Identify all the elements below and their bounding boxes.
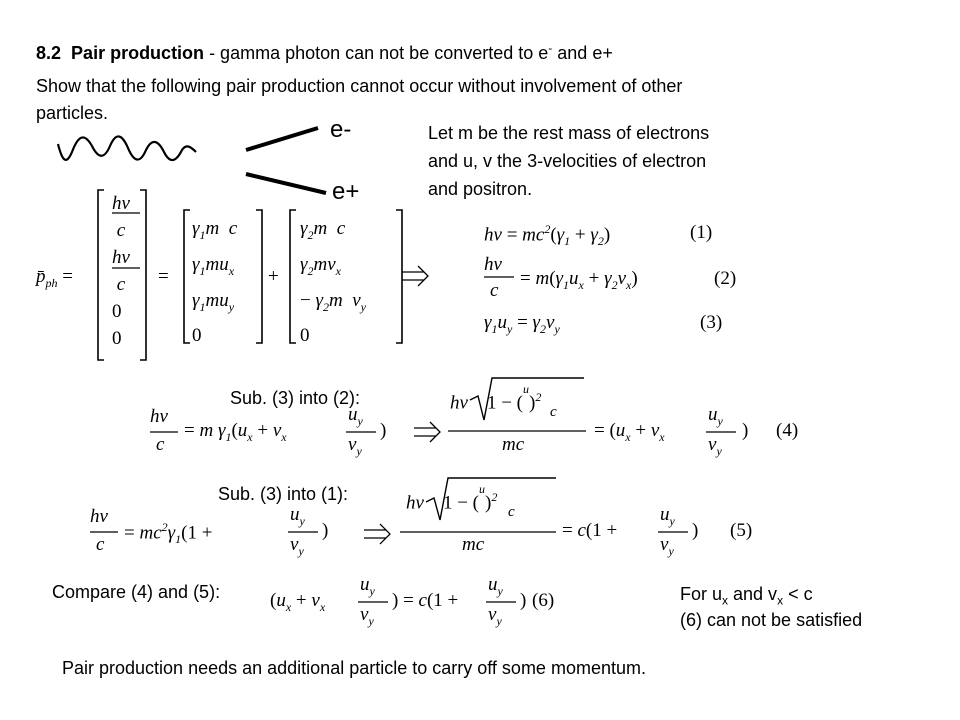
cond-prefix: For u bbox=[680, 584, 723, 604]
eq-4-close: ) bbox=[742, 420, 749, 441]
eq-4-rhs: = (ux + vx bbox=[594, 420, 665, 444]
compare-label: Compare (4) and (5): bbox=[52, 582, 221, 602]
eq-4-lhs-num: hν bbox=[150, 406, 168, 427]
eq-3-number: (3) bbox=[700, 312, 723, 333]
eq-5-frac-b: uy bbox=[660, 504, 675, 528]
heading-tail: and e+ bbox=[552, 43, 613, 63]
eq-4-frac-b-den: vy bbox=[708, 434, 722, 458]
eq-2-den: c bbox=[490, 280, 499, 301]
eq-5-mc: mc bbox=[462, 534, 485, 555]
condition-line-1: For ux and vx < c bbox=[680, 582, 813, 613]
eq-5-frac-a-den: vy bbox=[290, 534, 304, 558]
eq-6-close: ) bbox=[520, 590, 527, 611]
note-line-2: and u, v the 3-velocities of electron bbox=[428, 151, 707, 171]
eq-5-rhs: = c(1 + bbox=[562, 520, 618, 541]
sub-3-into-2: Sub. (3) into (2): bbox=[230, 388, 361, 408]
slide-heading: 8.2 Pair production - gamma photon can n… bbox=[36, 36, 613, 65]
heading-title: Pair production bbox=[71, 43, 205, 63]
eq-6-frac-a: uy bbox=[360, 574, 375, 598]
eq-5-lhs-den: c bbox=[96, 534, 105, 555]
eq-4-number: (4) bbox=[776, 420, 799, 441]
eq-6-frac-b-den: vy bbox=[488, 604, 502, 628]
eq-2-number: (2) bbox=[714, 268, 737, 289]
condition-line-2: (6) can not be satisfied bbox=[680, 610, 863, 630]
eq-5-frac-b-den: vy bbox=[660, 534, 674, 558]
plus-1: + bbox=[268, 266, 279, 287]
sqrt-signs bbox=[425, 377, 584, 521]
eq-2: = m(γ1ux + γ2vx) bbox=[520, 268, 638, 292]
intro-line-1: Show that the following pair production … bbox=[36, 76, 683, 96]
eq-1-number: (1) bbox=[690, 222, 713, 243]
eq-3: γ1uy = γ2vy bbox=[484, 312, 560, 336]
eq-4-mc: mc bbox=[502, 434, 525, 455]
eq-5-lhs-num: hν bbox=[90, 506, 108, 527]
eq-6-frac-a-den: vy bbox=[360, 604, 374, 628]
eq-4-frac-a: uy bbox=[348, 404, 363, 428]
cond-sub-2: x bbox=[777, 593, 784, 608]
eq-4-mid: = m γ1(ux + vx bbox=[184, 420, 287, 444]
eq-4-lhs-den: c bbox=[156, 434, 165, 455]
eq-1: hν = mc2(γ1 + γ2) bbox=[484, 222, 611, 249]
positron-label: e+ bbox=[332, 178, 360, 205]
matrix-brackets bbox=[97, 189, 403, 361]
p-photon-label: p̄ph = bbox=[36, 266, 73, 290]
eq-4-sqrt-c: c bbox=[550, 404, 557, 420]
equals-1: = bbox=[158, 266, 169, 287]
heading-rest: - gamma photon can not be converted to e bbox=[204, 43, 549, 63]
eq-4-frac-a-den: vy bbox=[348, 434, 362, 458]
heading-minus: - bbox=[548, 41, 553, 55]
photon-wave bbox=[56, 135, 197, 162]
eq-4-paren: ) bbox=[380, 420, 387, 441]
eq-5-mid: = mc2γ1(1 + bbox=[124, 520, 213, 547]
eq-6-lhs: (ux + vx bbox=[270, 590, 326, 614]
eq-5-frac-a: uy bbox=[290, 504, 305, 528]
eq-2-num: hν bbox=[484, 254, 502, 275]
eq-6-number: (6) bbox=[532, 590, 555, 611]
fraction-bars bbox=[90, 212, 736, 603]
sub-3-into-1: Sub. (3) into (1): bbox=[218, 484, 349, 504]
eq-4-frac-b: uy bbox=[708, 404, 723, 428]
eq-5-number: (5) bbox=[730, 520, 753, 541]
eq-5-sqrt-content: hν 1 − (u)2 bbox=[406, 482, 498, 514]
electron-label: e- bbox=[330, 116, 352, 143]
note-line-3: and positron. bbox=[428, 179, 533, 199]
eq-6-frac-b: uy bbox=[488, 574, 503, 598]
cond-sub-1: x bbox=[722, 593, 729, 608]
implies-arrows bbox=[364, 265, 441, 545]
eq-5-paren: ) bbox=[322, 520, 329, 541]
positron-arrow bbox=[245, 172, 327, 195]
cond-mid: and v bbox=[728, 584, 778, 604]
eq-6-mid: ) = c(1 + bbox=[392, 590, 459, 611]
electron-arrow bbox=[245, 126, 319, 152]
note-line-1: Let m be the rest mass of electrons bbox=[428, 123, 710, 143]
intro-line-2: particles. bbox=[36, 103, 109, 123]
eq-5-sqrt-c: c bbox=[508, 504, 515, 520]
eq-5-close: ) bbox=[692, 520, 699, 541]
conclusion: Pair production needs an additional part… bbox=[62, 658, 646, 678]
eq-4-sqrt-content: hν 1 − (u)2 bbox=[450, 382, 542, 414]
cond-suffix: < c bbox=[783, 584, 813, 604]
heading-number: 8.2 bbox=[36, 43, 62, 63]
